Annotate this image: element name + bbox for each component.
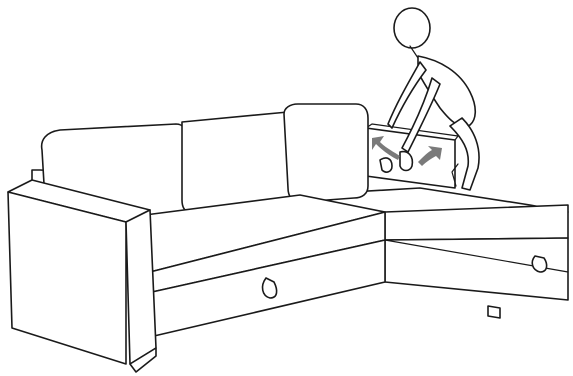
left-armrest xyxy=(8,180,156,372)
main-seat xyxy=(145,195,385,336)
back-cushion-right xyxy=(284,104,368,202)
pull-strap-icon xyxy=(532,256,546,272)
